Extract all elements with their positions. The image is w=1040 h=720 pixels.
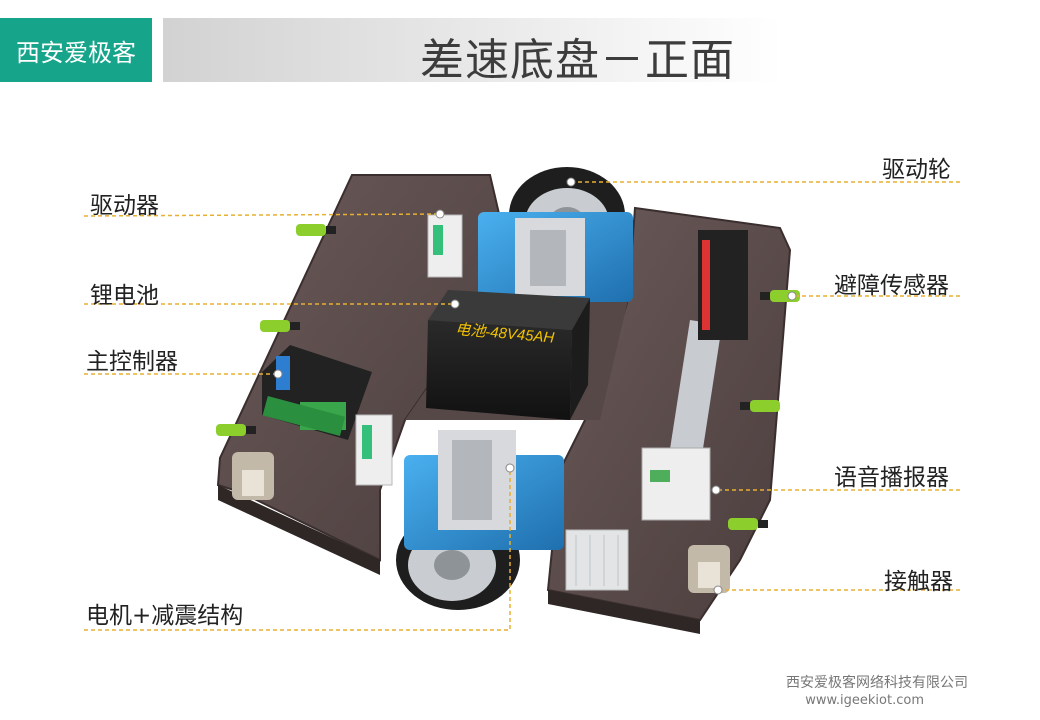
label-obstacle-sensor: 避障传感器 [834, 266, 949, 300]
driver-lower [356, 415, 392, 485]
dot-battery [451, 300, 459, 308]
label-motor: 电机+减震结构 [86, 596, 243, 630]
heatsink [566, 530, 628, 590]
obstacle-sensor-6 [728, 518, 768, 530]
footer-company: 西安爱极客网络科技有限公司 [786, 672, 968, 692]
front-motor-mount [404, 430, 564, 550]
contactor-right [688, 545, 730, 593]
dot-voice [712, 486, 720, 494]
dot-motor [506, 464, 514, 472]
contactor-left [232, 452, 274, 500]
dot-controller [274, 370, 282, 378]
label-controller: 主控制器 [86, 342, 178, 376]
rear-motor-mount [478, 212, 633, 302]
dot-wheel [567, 178, 575, 186]
driver-upper [428, 215, 462, 277]
voice-module [642, 448, 710, 520]
label-contactor: 接触器 [884, 562, 953, 596]
footer-website: www.igeekiot.com [805, 693, 924, 708]
label-wheel: 驱动轮 [882, 150, 951, 184]
label-battery: 锂电池 [90, 276, 159, 310]
dot-obstacle-sensor [788, 292, 796, 300]
label-driver: 驱动器 [90, 186, 159, 220]
dot-contactor [714, 586, 722, 594]
label-voice: 语音播报器 [834, 458, 949, 492]
battery-box: 电池-48V45AH [426, 290, 590, 420]
dot-driver [436, 210, 444, 218]
